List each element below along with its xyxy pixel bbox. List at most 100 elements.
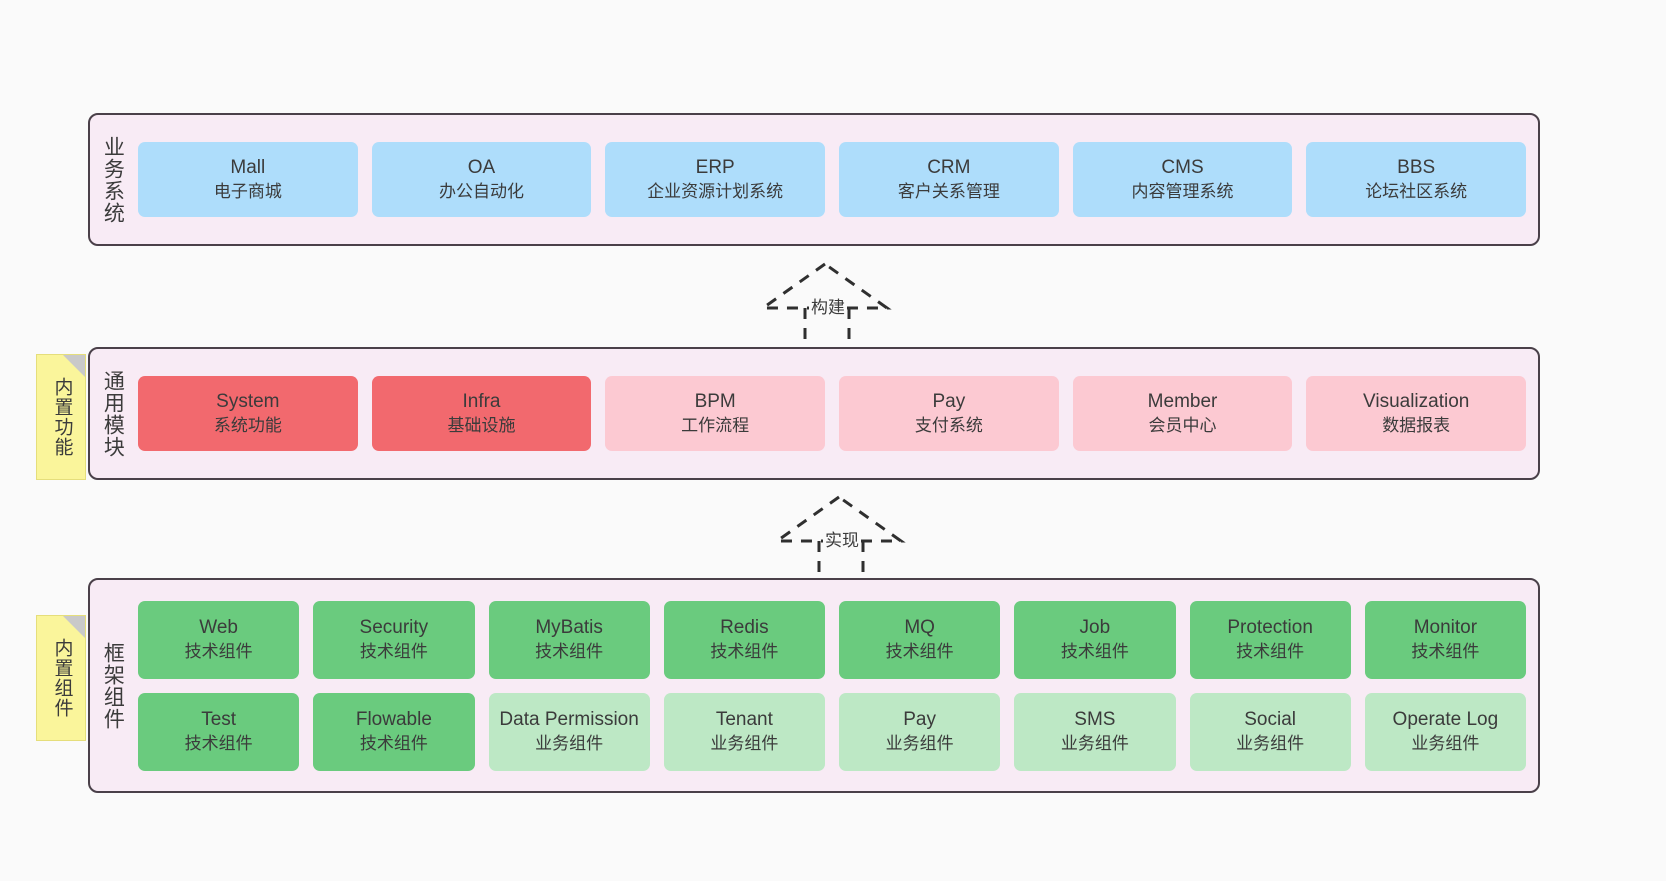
card-subtitle: 业务组件 xyxy=(1060,733,1129,753)
card-row: Test 技术组件 Flowable 技术组件 Data Permission … xyxy=(138,692,1526,771)
card-row: Web 技术组件 Security 技术组件 MyBatis 技术组件 Redi… xyxy=(138,600,1526,679)
section-framework-components: 框架组件 Web 技术组件 Security 技术组件 MyBatis 技术组件… xyxy=(88,578,1540,793)
card-operate-log[interactable]: Operate Log 业务组件 xyxy=(1364,692,1526,771)
section-label-business-systems: 业务系统 xyxy=(101,135,125,224)
sticky-note-builtin-components: 内置组件 xyxy=(36,615,86,741)
card-title: Infra xyxy=(462,391,501,413)
card-subtitle: 技术组件 xyxy=(1411,641,1480,661)
section-body-business-systems: Mall 电子商城 OA 办公自动化 ERP 企业资源计划系统 CRM 客户关系… xyxy=(134,115,1538,244)
card-title: Test xyxy=(201,709,237,731)
card-subtitle: 客户关系管理 xyxy=(897,181,1000,201)
card-row: System 系统功能 Infra 基础设施 BPM 工作流程 Pay 支付系统… xyxy=(138,376,1527,451)
section-body-framework-components: Web 技术组件 Security 技术组件 MyBatis 技术组件 Redi… xyxy=(134,580,1538,791)
card-title: BPM xyxy=(694,391,736,413)
card-subtitle: 技术组件 xyxy=(184,733,253,753)
card-title: Pay xyxy=(903,709,936,731)
card-title: MyBatis xyxy=(535,617,603,639)
section-business-systems: 业务系统 Mall 电子商城 OA 办公自动化 ERP 企业资源计划系统 CRM… xyxy=(88,113,1540,246)
card-web[interactable]: Web 技术组件 xyxy=(138,600,300,679)
card-visualization[interactable]: Visualization 数据报表 xyxy=(1306,376,1527,451)
card-oa[interactable]: OA 办公自动化 xyxy=(371,142,592,217)
card-title: Protection xyxy=(1227,617,1313,639)
card-redis[interactable]: Redis 技术组件 xyxy=(663,600,825,679)
card-mybatis[interactable]: MyBatis 技术组件 xyxy=(488,600,650,679)
card-title: ERP xyxy=(695,157,735,179)
card-security[interactable]: Security 技术组件 xyxy=(313,600,475,679)
section-body-common-modules: System 系统功能 Infra 基础设施 BPM 工作流程 Pay 支付系统… xyxy=(134,349,1538,478)
connector-build: 构建 xyxy=(757,262,907,342)
card-subtitle: 技术组件 xyxy=(885,641,954,661)
card-pay-module[interactable]: Pay 支付系统 xyxy=(839,376,1059,451)
card-crm[interactable]: CRM 客户关系管理 xyxy=(839,142,1059,217)
card-title: Pay xyxy=(932,391,966,413)
card-bbs[interactable]: BBS 论坛社区系统 xyxy=(1306,142,1527,217)
card-subtitle: 基础设施 xyxy=(447,415,516,435)
card-cms[interactable]: CMS 内容管理系统 xyxy=(1072,142,1293,217)
card-title: Security xyxy=(359,617,429,639)
card-job[interactable]: Job 技术组件 xyxy=(1014,600,1176,679)
card-social[interactable]: Social 业务组件 xyxy=(1189,692,1351,771)
card-subtitle: 技术组件 xyxy=(1236,641,1305,661)
card-title: BBS xyxy=(1397,157,1436,179)
section-common-modules: 通用模块 System 系统功能 Infra 基础设施 BPM 工作流程 Pay… xyxy=(88,347,1540,480)
card-infra[interactable]: Infra 基础设施 xyxy=(371,376,592,451)
card-title: Tenant xyxy=(715,709,773,731)
card-tenant[interactable]: Tenant 业务组件 xyxy=(663,692,825,771)
card-monitor[interactable]: Monitor 技术组件 xyxy=(1364,600,1526,679)
card-data-permission[interactable]: Data Permission 业务组件 xyxy=(488,692,650,771)
card-test[interactable]: Test 技术组件 xyxy=(138,692,300,771)
card-sms[interactable]: SMS 业务组件 xyxy=(1014,692,1176,771)
section-label-common-modules: 通用模块 xyxy=(101,369,125,458)
card-title: Social xyxy=(1244,709,1296,731)
card-title: CRM xyxy=(927,157,971,179)
connector-label-build: 构建 xyxy=(809,298,847,318)
card-title: CMS xyxy=(1161,157,1204,179)
card-flowable[interactable]: Flowable 技术组件 xyxy=(313,692,475,771)
card-pay-component[interactable]: Pay 业务组件 xyxy=(839,692,1001,771)
card-row: Mall 电子商城 OA 办公自动化 ERP 企业资源计划系统 CRM 客户关系… xyxy=(138,142,1527,217)
card-mall[interactable]: Mall 电子商城 xyxy=(138,142,358,217)
card-subtitle: 业务组件 xyxy=(1411,733,1480,753)
connector-implement: 实现 xyxy=(771,495,921,575)
card-subtitle: 系统功能 xyxy=(213,415,282,435)
card-subtitle: 电子商城 xyxy=(213,181,282,201)
connector-label-implement: 实现 xyxy=(823,531,861,551)
card-title: SMS xyxy=(1074,709,1116,731)
card-subtitle: 支付系统 xyxy=(914,415,983,435)
card-title: Web xyxy=(199,617,238,639)
card-erp[interactable]: ERP 企业资源计划系统 xyxy=(605,142,826,217)
card-subtitle: 企业资源计划系统 xyxy=(647,181,784,201)
card-subtitle: 技术组件 xyxy=(184,641,253,661)
card-subtitle: 业务组件 xyxy=(885,733,954,753)
sticky-note-builtin-functions: 内置功能 xyxy=(36,354,86,480)
card-title: System xyxy=(216,391,280,413)
card-title: OA xyxy=(467,157,496,179)
card-title: Member xyxy=(1147,391,1218,413)
card-subtitle: 会员中心 xyxy=(1148,415,1217,435)
card-title: Mall xyxy=(230,157,266,179)
card-subtitle: 办公自动化 xyxy=(439,181,524,201)
card-subtitle: 技术组件 xyxy=(535,641,604,661)
card-subtitle: 业务组件 xyxy=(1236,733,1305,753)
sticky-note-label: 内置组件 xyxy=(51,638,73,718)
card-subtitle: 内容管理系统 xyxy=(1131,181,1234,201)
section-label-framework-components: 框架组件 xyxy=(101,641,125,730)
sticky-note-label: 内置功能 xyxy=(51,377,73,457)
card-title: Operate Log xyxy=(1392,709,1499,731)
card-subtitle: 论坛社区系统 xyxy=(1365,181,1468,201)
card-title: Visualization xyxy=(1363,391,1470,413)
card-title: Redis xyxy=(720,617,769,639)
card-member[interactable]: Member 会员中心 xyxy=(1072,376,1293,451)
card-bpm[interactable]: BPM 工作流程 xyxy=(605,376,826,451)
card-title: Monitor xyxy=(1413,617,1478,639)
card-protection[interactable]: Protection 技术组件 xyxy=(1189,600,1351,679)
card-subtitle: 业务组件 xyxy=(535,733,604,753)
card-subtitle: 业务组件 xyxy=(710,733,779,753)
card-subtitle: 工作流程 xyxy=(681,415,750,435)
card-mq[interactable]: MQ 技术组件 xyxy=(839,600,1001,679)
card-subtitle: 数据报表 xyxy=(1382,415,1451,435)
card-system[interactable]: System 系统功能 xyxy=(138,376,358,451)
card-subtitle: 技术组件 xyxy=(359,733,428,753)
card-title: Job xyxy=(1079,617,1111,639)
